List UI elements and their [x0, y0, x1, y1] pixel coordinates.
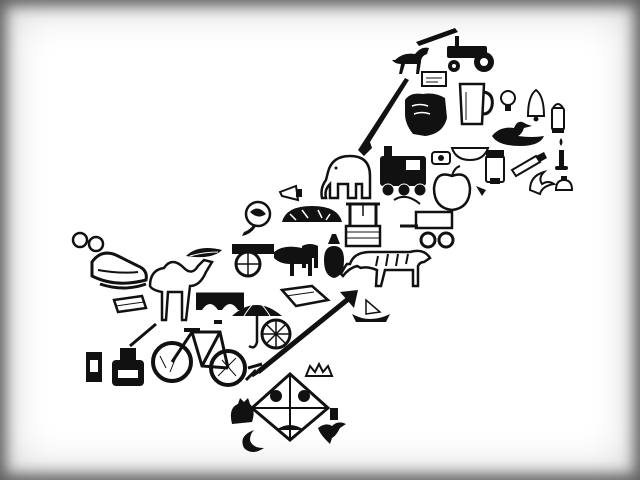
kite-icon — [249, 371, 331, 442]
cat-icon — [230, 398, 254, 424]
duck-icon — [492, 121, 544, 146]
bullock-cart-icon — [232, 244, 318, 278]
basket-icon — [282, 206, 342, 222]
telephone-icon — [431, 151, 451, 165]
eagle-icon — [318, 408, 346, 444]
ink-bottle-icon — [112, 322, 157, 386]
horn-icon — [278, 184, 302, 202]
shoes-icon — [90, 251, 148, 290]
bowl-icon — [450, 147, 490, 162]
locomotive-icon — [380, 146, 427, 197]
ink-pot-icon — [554, 176, 574, 191]
bulb-icon — [500, 90, 516, 111]
torch-icon — [510, 152, 547, 178]
arrow-icon — [244, 290, 358, 382]
rifle-icon — [358, 78, 409, 156]
book-icon — [279, 284, 331, 308]
gas-stove-icon — [485, 150, 505, 184]
sign-board-icon — [421, 71, 447, 87]
bridge-icon — [196, 291, 244, 310]
cart-icon — [393, 195, 455, 249]
tiger-icon — [339, 249, 432, 288]
rose-icon — [242, 200, 272, 236]
bicycle-icon — [151, 320, 247, 387]
apple-icon — [432, 165, 486, 212]
water-well-icon — [344, 202, 382, 248]
fist-icon — [405, 93, 447, 136]
elephant-icon — [320, 154, 372, 200]
crown-icon — [304, 361, 334, 377]
bell-icon — [526, 88, 546, 122]
horse-icon — [392, 47, 429, 74]
cup-icon — [86, 352, 102, 382]
camel-icon — [148, 258, 214, 322]
pot-icon — [324, 234, 344, 278]
crescent-icon — [242, 430, 264, 452]
book-icon — [112, 294, 148, 314]
corn-icon — [186, 248, 222, 258]
umbrella-icon — [232, 299, 282, 349]
pen-icon — [416, 28, 458, 46]
glasses-icon — [71, 231, 105, 253]
tractor-icon — [447, 36, 494, 72]
boat-icon — [352, 298, 390, 322]
jug-icon — [458, 82, 494, 126]
banana-icon — [528, 169, 557, 196]
candle-icon — [555, 138, 568, 170]
lantern-icon — [551, 103, 565, 133]
wheel-icon — [260, 318, 292, 350]
